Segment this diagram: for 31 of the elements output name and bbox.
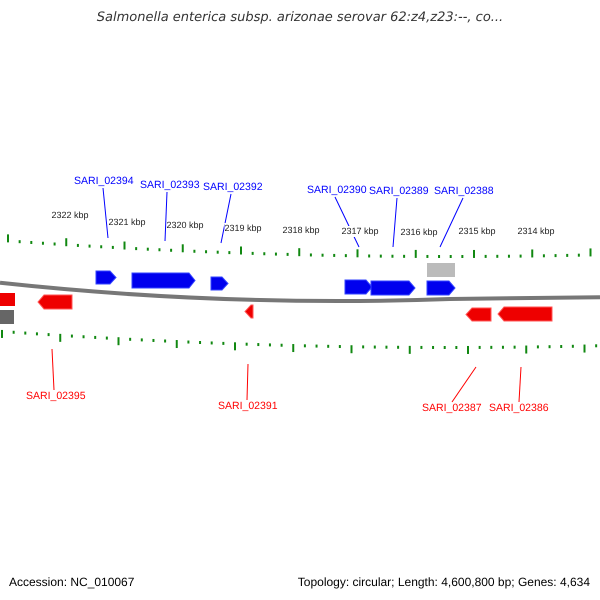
- gene-label: SARI_02386: [489, 402, 549, 415]
- leader-line: [164, 192, 168, 242]
- leader-line: [392, 198, 398, 248]
- scale-label: 2321 kbp: [108, 217, 146, 228]
- leader-line: [246, 364, 248, 400]
- scale-label: 2319 kbp: [224, 223, 262, 234]
- gene-label: SARI_02387: [422, 402, 482, 415]
- gene-label: SARI_02389: [369, 185, 429, 198]
- gene-label: SARI_02388: [434, 185, 494, 198]
- gene-label: SARI_02392: [203, 181, 263, 194]
- gene-label: SARI_02393: [140, 179, 200, 192]
- footer-text: Accession: NC_010067: [9, 575, 134, 589]
- gene-label: SARI_02394: [74, 175, 134, 188]
- leader-line: [220, 194, 232, 244]
- leader-line: [440, 198, 464, 248]
- scale-label: 2314 kbp: [517, 226, 555, 237]
- footer-text: Topology: circular; Length: 4,600,800 bp; Genes: 4,634: [298, 575, 590, 589]
- leader-line: [52, 348, 54, 390]
- scale-label: 2320 kbp: [166, 220, 204, 231]
- title: Salmonella enterica subsp. arizonae serovar 62:z4,z23:--, co...: [96, 10, 504, 26]
- gene-label: SARI_02395: [26, 390, 86, 403]
- leader-line: [102, 188, 108, 238]
- gene-label: SARI_02390: [307, 184, 367, 197]
- scale-label: 2322 kbp: [51, 210, 89, 221]
- scale-label: 2318 kbp: [282, 225, 320, 236]
- leader-line: [452, 366, 476, 402]
- scale-label: 2316 kbp: [400, 227, 438, 238]
- scale-label: 2315 kbp: [458, 226, 496, 237]
- gene-label: SARI_02391: [218, 400, 278, 413]
- leader-line: [518, 366, 522, 402]
- scale-label: 2317 kbp: [341, 226, 379, 237]
